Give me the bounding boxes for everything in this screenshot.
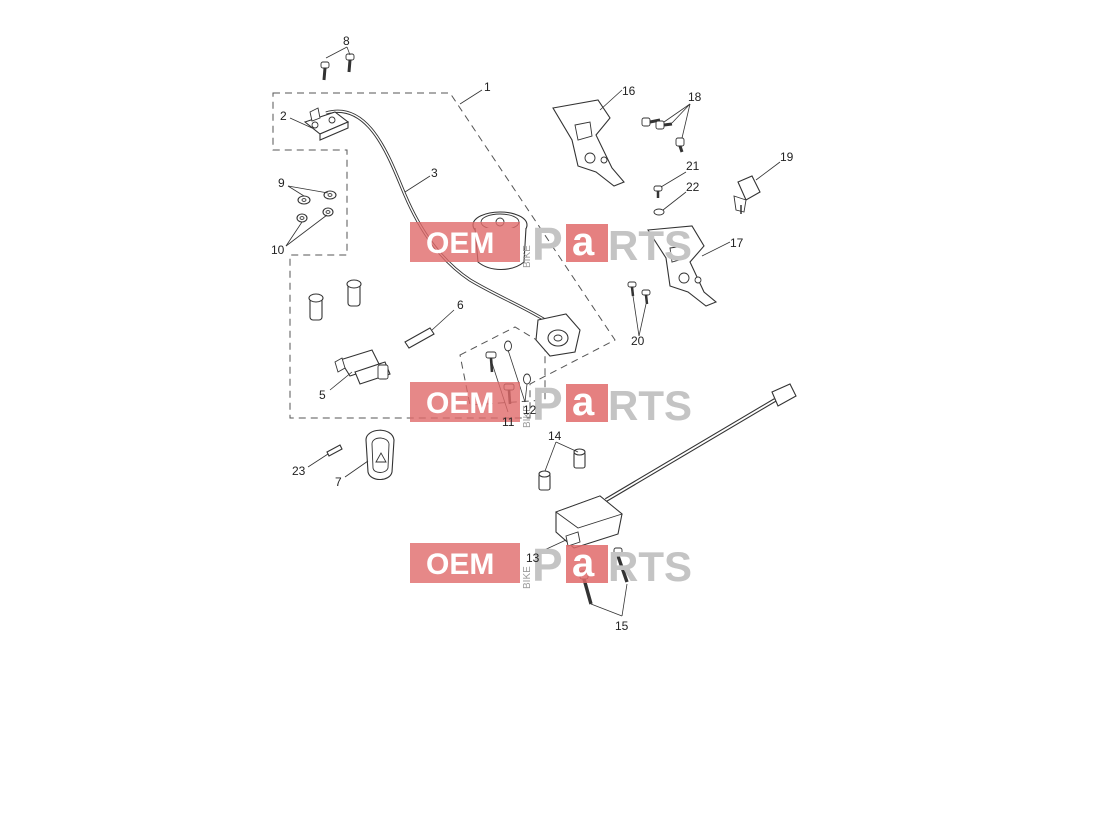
callout-9: 9 [278,176,285,190]
callout-15: 15 [615,619,629,633]
callout-12: 12 [523,403,537,417]
watermark-2: OEM BIKE P a RTS [410,378,692,430]
callout-6: 6 [457,298,464,312]
washers-nuts [296,190,337,223]
pin-6 [404,327,435,349]
watermark-p: P [532,539,563,591]
watermark-a: a [572,380,595,424]
screw-21-washer-22 [653,185,665,216]
callout-21: 21 [686,159,700,173]
bracket-16 [552,99,625,187]
bracket-17 [647,225,718,307]
cable-clamp [303,107,350,141]
callout-1: 1 [484,80,491,94]
callout-2: 2 [280,109,287,123]
watermark-3: OEM BIKE P a RTS [410,539,692,591]
connector-19 [733,175,761,214]
watermark-oem: OEM [426,548,494,581]
fixing-outline [459,326,546,406]
actuator-13 [555,383,797,549]
watermark-bike: BIKE [522,245,533,268]
watermark-oem: OEM [426,227,494,260]
callout-13: 13 [526,551,540,565]
callout-19: 19 [780,150,794,164]
watermark-1: OEM BIKE P a RTS [410,218,692,270]
callout-labels: 1 2 3 5 6 7 8 9 10 11 12 13 14 15 16 17 … [271,34,794,633]
callout-16: 16 [622,84,636,98]
leader-lines [285,46,781,617]
pin-23 [326,444,343,457]
callout-18: 18 [688,90,702,104]
callout-10: 10 [271,243,285,257]
watermark-p: P [532,218,563,270]
callout-14: 14 [548,429,562,443]
callout-11: 11 [502,415,515,429]
callout-3: 3 [431,166,438,180]
watermark-rts: RTS [608,222,692,269]
bolts-18 [641,117,685,153]
key-fob [365,429,395,481]
callout-20: 20 [631,334,645,348]
callout-23: 23 [292,464,306,478]
watermark-a: a [572,541,595,585]
key-set [334,349,391,385]
watermark-p: P [532,378,563,430]
callout-8: 8 [343,34,350,48]
watermark-oem: OEM [426,387,494,420]
lock-body [535,313,581,357]
watermark-rts: RTS [608,543,692,590]
callout-17: 17 [730,236,744,250]
lock-barrels [308,279,362,321]
watermark-bike: BIKE [522,566,533,589]
callout-22: 22 [686,180,700,194]
callout-5: 5 [319,388,326,402]
watermark-a: a [572,220,595,264]
screws-20 [627,281,651,305]
kit-outline [272,92,616,419]
callout-7: 7 [335,475,342,489]
watermark-bike: BIKE [522,405,533,428]
watermark-rts: RTS [608,382,692,429]
spacers-14 [538,448,586,491]
